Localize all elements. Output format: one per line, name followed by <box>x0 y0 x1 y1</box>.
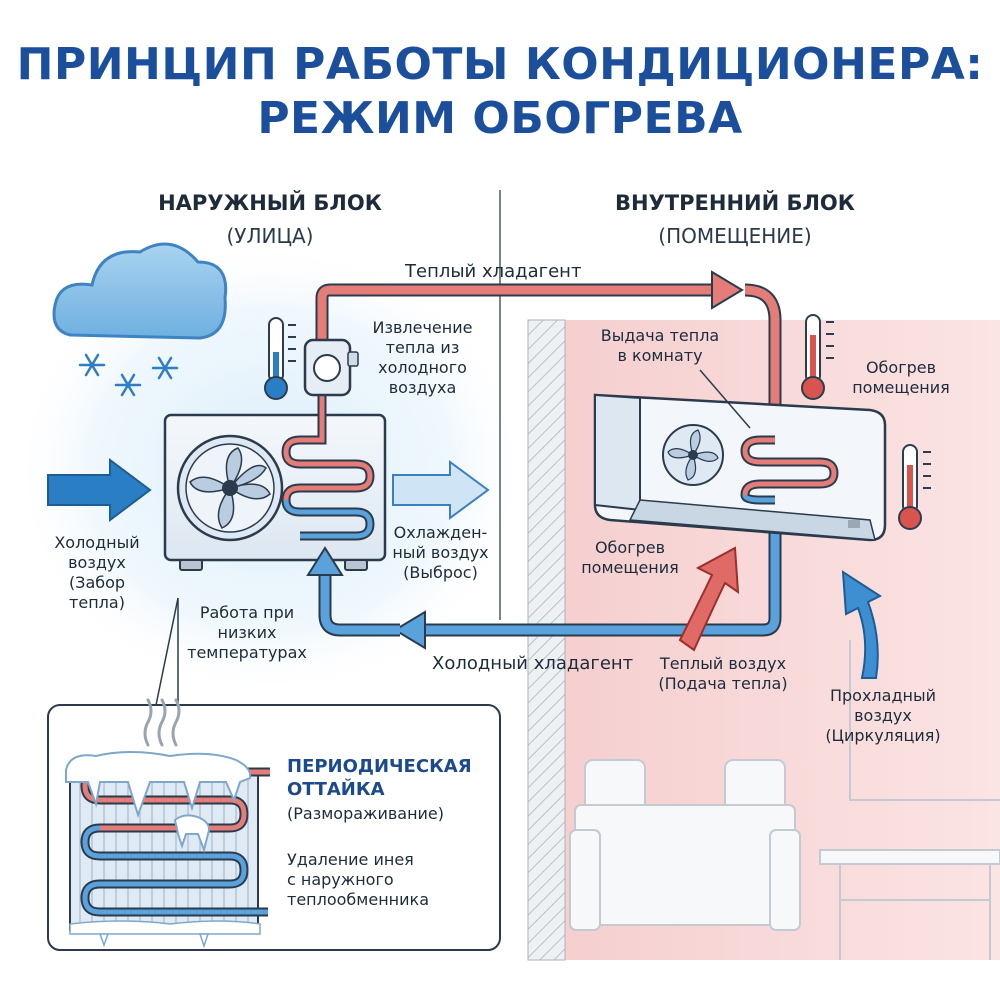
cold-refrigerant-arrowhead <box>393 610 426 650</box>
thermometer-icon <box>801 314 834 400</box>
indoor-subheading: (ПОМЕЩЕНИЕ) <box>658 224 812 248</box>
defrost-heading: ПЕРИОДИЧЕСКАЯ ОТТАЙКА <box>287 756 472 800</box>
fan-icon <box>176 434 284 542</box>
cooled-air-out-arrow <box>392 460 490 520</box>
warm-air-label: Теплый воздух (Подача тепла) <box>658 654 788 693</box>
thermometer-icon <box>264 317 296 400</box>
room-heating-left-label: Обогрев помещения <box>581 538 679 577</box>
defrost-pointer <box>154 597 179 711</box>
warm-refrigerant-arrowhead <box>711 270 744 310</box>
cold-refrigerant-label: Холодный хладагент <box>432 653 634 674</box>
frozen-coil <box>65 751 270 949</box>
table-icon <box>819 849 1000 960</box>
cool-air-label: Прохладный воздух (Циркуляция) <box>825 686 941 745</box>
page-title: ПРИНЦИП РАБОТЫ КОНДИЦИОНЕРА: РЕЖИМ ОБОГР… <box>0 38 1000 146</box>
heat-wave-icon <box>143 698 181 747</box>
compressor-icon <box>303 338 359 397</box>
defrost-sub: (Размораживание) <box>287 804 445 823</box>
title-line-1: ПРИНЦИП РАБОТЫ КОНДИЦИОНЕРА: <box>16 39 984 90</box>
indoor-heading: ВНУТРЕННИЙ БЛОК <box>615 191 855 215</box>
cold-air-label: Холодный воздух (Забор тепла) <box>54 533 140 612</box>
cold-air-in-arrow <box>47 458 152 522</box>
low-temp-label: Работа при низких температурах <box>187 603 307 662</box>
cool-air-arrow <box>841 570 883 679</box>
indoor-coil <box>740 435 839 505</box>
indoor-unit <box>593 393 887 542</box>
warm-refrigerant-label: Теплый хладагент <box>405 261 582 282</box>
heat-output-label: Выдача тепла в комнату <box>600 326 720 365</box>
cloud-icon <box>52 242 228 340</box>
window-frame <box>849 640 1000 801</box>
indoor-fan-icon <box>662 424 724 486</box>
extraction-label: Извлечение тепла из холодного воздуха <box>372 318 473 397</box>
sofa-icon <box>569 759 801 931</box>
heat-output-pointer <box>699 369 751 429</box>
room-heating-right-label: Обогрев помещения <box>852 358 950 397</box>
cooled-air-label: Охлажден- ный воздух (Выброс) <box>392 523 489 582</box>
title-line-2: РЕЖИМ ОБОГРЕВА <box>257 93 743 144</box>
defrost-desc: Удаление инея с наружного теплообменника <box>287 850 429 909</box>
thermometer-icon <box>898 444 931 530</box>
warm-air-arrow <box>678 546 740 652</box>
wall <box>527 319 566 961</box>
outdoor-subheading: (УЛИЦА) <box>226 224 314 248</box>
cold-refrigerant-up-arrowhead <box>306 546 344 576</box>
snowflake-icon <box>78 353 179 397</box>
outdoor-heading: НАРУЖНЫЙ БЛОК <box>158 191 382 215</box>
